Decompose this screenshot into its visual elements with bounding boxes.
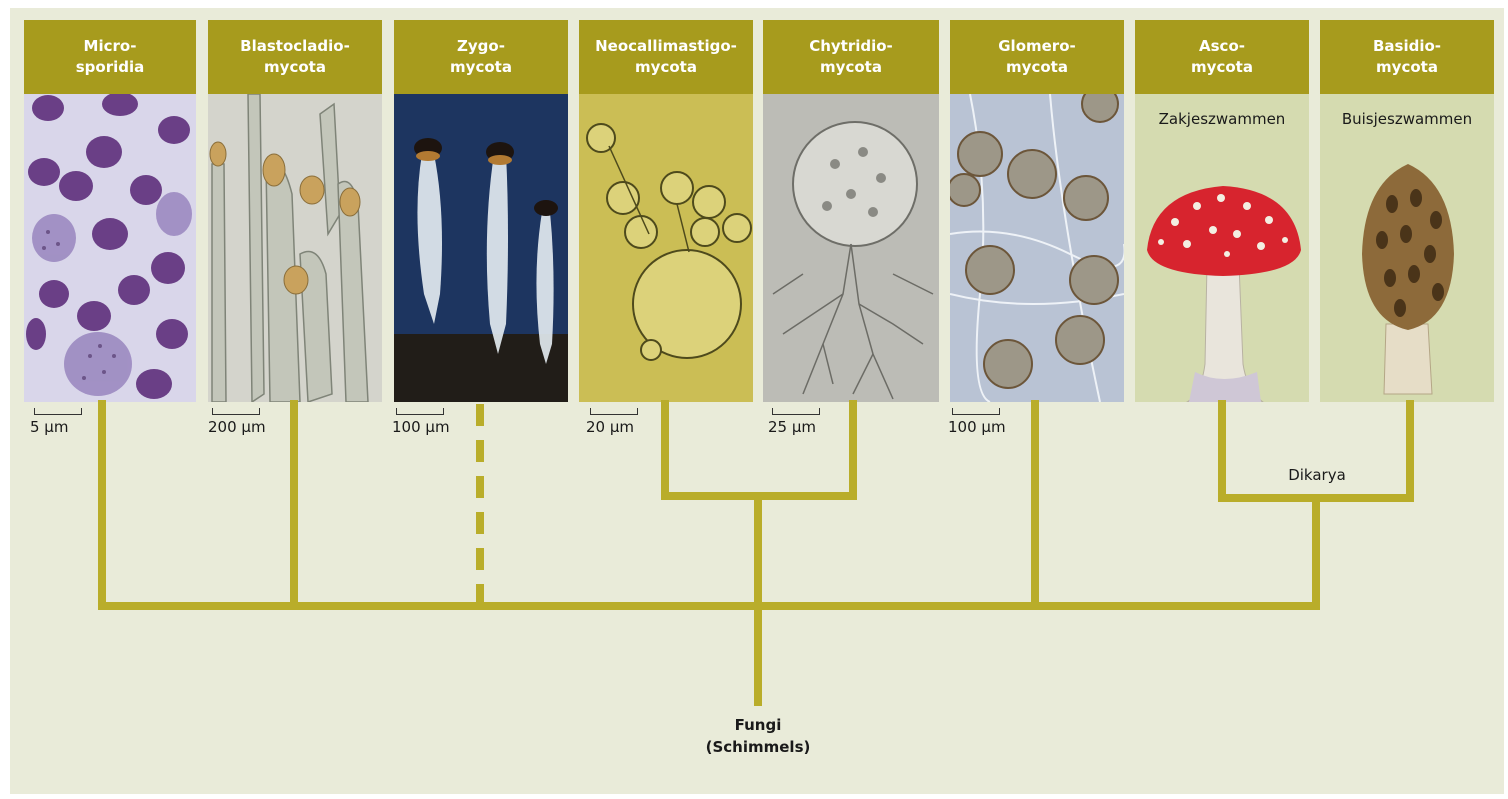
- group-name-glomeromycota: Glomero- mycota: [950, 36, 1124, 78]
- header-chytridiomycota: Chytridio- mycota: [763, 20, 939, 94]
- group-name-blastocladiomycota: Blastocladio- mycota: [208, 36, 382, 78]
- scale-label: 5 µm: [30, 418, 100, 436]
- root-label-line1: Fungi: [698, 714, 818, 736]
- image-basidiomycota: Buisjeszwammen: [1320, 94, 1494, 402]
- group-name-basidiomycota: Basidio- mycota: [1320, 36, 1494, 78]
- image-blastocladiomycota: [208, 94, 382, 402]
- header-glomeromycota: Glomero- mycota: [950, 20, 1124, 94]
- root-label: Fungi (Schimmels): [698, 714, 818, 758]
- scale-bar-line: [590, 408, 638, 415]
- header-basidiomycota: Basidio- mycota: [1320, 20, 1494, 94]
- scale-bar-line: [212, 408, 260, 415]
- group-name-chytridiomycota: Chytridio- mycota: [763, 36, 939, 78]
- image-chytridiomycota: [763, 94, 939, 402]
- image-neocallimastigomycota: [579, 94, 753, 402]
- root-label-line2: (Schimmels): [698, 736, 818, 758]
- scale-bar-line: [772, 408, 820, 415]
- image-glomeromycota: [950, 94, 1124, 402]
- scale-label: 100 µm: [392, 418, 462, 436]
- scale-bar-neocallimastigomycota: 20 µm: [586, 408, 656, 436]
- image-ascomycota: Zakjeszwammen: [1135, 94, 1309, 402]
- image-microsporidia: [24, 94, 196, 402]
- scale-label: 25 µm: [768, 418, 838, 436]
- group-name-neocallimastigomycota: Neocallimastigo- mycota: [579, 36, 753, 78]
- subtitle-ascomycota: Zakjeszwammen: [1135, 110, 1309, 128]
- scale-bar-chytridiomycota: 25 µm: [768, 408, 838, 436]
- scale-label: 100 µm: [948, 418, 1018, 436]
- scale-bar-glomeromycota: 100 µm: [948, 408, 1018, 436]
- header-blastocladiomycota: Blastocladio- mycota: [208, 20, 382, 94]
- image-zygomycota: [394, 94, 568, 402]
- subtitle-basidiomycota: Buisjeszwammen: [1320, 110, 1494, 128]
- group-name-zygomycota: Zygo- mycota: [394, 36, 568, 78]
- group-name-ascomycota: Asco- mycota: [1135, 36, 1309, 78]
- header-ascomycota: Asco- mycota: [1135, 20, 1309, 94]
- scale-label: 200 µm: [208, 418, 278, 436]
- scale-bar-blastocladiomycota: 200 µm: [208, 408, 278, 436]
- scale-bar-line: [396, 408, 444, 415]
- scale-bar-line: [952, 408, 1000, 415]
- group-name-microsporidia: Micro- sporidia: [24, 36, 196, 78]
- scale-bar-zygomycota: 100 µm: [392, 408, 462, 436]
- scale-bar-microsporidia: 5 µm: [30, 408, 100, 436]
- scale-label: 20 µm: [586, 418, 656, 436]
- clade-label-dikarya: Dikarya: [1276, 466, 1358, 484]
- phylogeny-figure: Micro- sporidia Blastocladio- mycota Zyg…: [10, 8, 1504, 794]
- header-neocallimastigomycota: Neocallimastigo- mycota: [579, 20, 753, 94]
- scale-bar-line: [34, 408, 82, 415]
- header-zygomycota: Zygo- mycota: [394, 20, 568, 94]
- header-microsporidia: Micro- sporidia: [24, 20, 196, 94]
